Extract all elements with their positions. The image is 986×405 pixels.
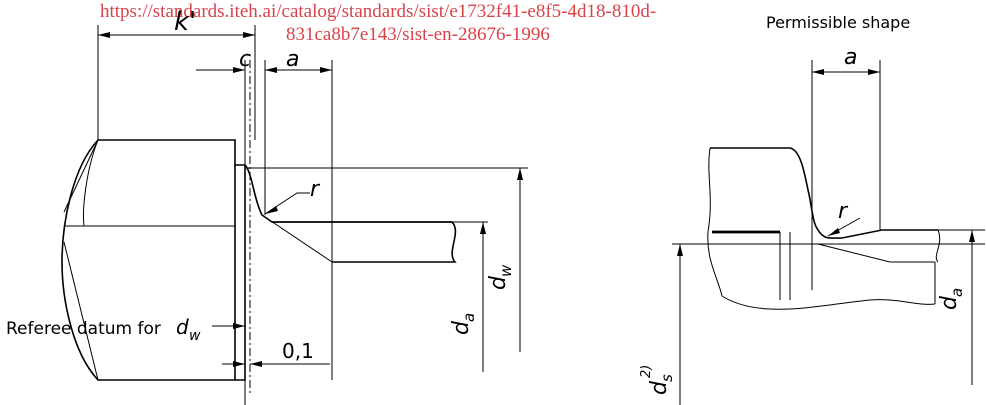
dw-label-sub: w: [497, 264, 515, 277]
bolt-head-facet-upper: [63, 139, 99, 213]
bolt-head-facet-lower: [63, 241, 99, 381]
rf-ds-label-sub: s: [658, 374, 676, 382]
a-label: a: [286, 47, 299, 72]
tol-arrow-right: [250, 361, 262, 367]
rf-break-left: [707, 147, 723, 297]
bolt-head-outline: [61, 139, 236, 381]
c-arrow-left: [233, 67, 245, 73]
bolt-head-inner-arc: [83, 139, 99, 227]
referee-d: d: [176, 315, 189, 339]
right-title: Permissible shape: [766, 13, 910, 32]
tol-arrow-left: [233, 361, 245, 367]
k-arrow-right: [243, 32, 255, 38]
r-label: r: [310, 177, 321, 202]
washer-face: [235, 164, 246, 381]
tolerance-label: 0,1: [282, 339, 314, 363]
referee-d-sub: w: [189, 328, 201, 344]
rf-shank-break: [935, 229, 941, 263]
rf-a-arrow-left: [812, 69, 824, 75]
rf-r-arrow: [828, 228, 840, 236]
fillet-curve: [244, 164, 452, 223]
left-figure: k' c a r d a d w Referee datum for d w: [6, 7, 528, 405]
referee-arrow: [233, 323, 245, 329]
rf-head-outline: [710, 147, 938, 239]
rf-da-label: d: [937, 295, 962, 310]
rf-a-label: a: [844, 45, 857, 70]
r-arrow: [265, 206, 278, 214]
da-arrow-top: [480, 222, 486, 234]
k-arrow-left: [98, 32, 110, 38]
right-figure: Permissible shape a r d a d s: [639, 13, 985, 405]
rf-taper: [817, 243, 935, 263]
watermark-url-line2: 831ca8b7e143/sist-en-28676-1996: [286, 24, 550, 45]
rf-ds-label-sup: 2): [639, 365, 654, 378]
rf-da-label-sub: a: [948, 288, 966, 297]
a-arrow-right: [320, 67, 332, 73]
rf-a-arrow-right: [868, 69, 880, 75]
shank-break: [332, 221, 457, 263]
da-label: d: [449, 320, 474, 335]
c-label: c: [239, 47, 251, 72]
rf-break-bottom: [721, 295, 936, 310]
rf-da-arrow-top: [969, 230, 975, 242]
referee-text: Referee datum for: [6, 319, 161, 339]
k-label: k': [174, 7, 196, 37]
rf-r-label: r: [838, 199, 849, 224]
rf-ds-label: d: [647, 380, 672, 395]
rf-ds-arrow-top: [677, 244, 683, 256]
dw-label: d: [486, 275, 511, 290]
watermark-url-line1: https://standards.iteh.ai/catalog/standa…: [100, 1, 656, 22]
dw-arrow-top: [517, 168, 523, 180]
da-label-sub: a: [460, 313, 478, 322]
